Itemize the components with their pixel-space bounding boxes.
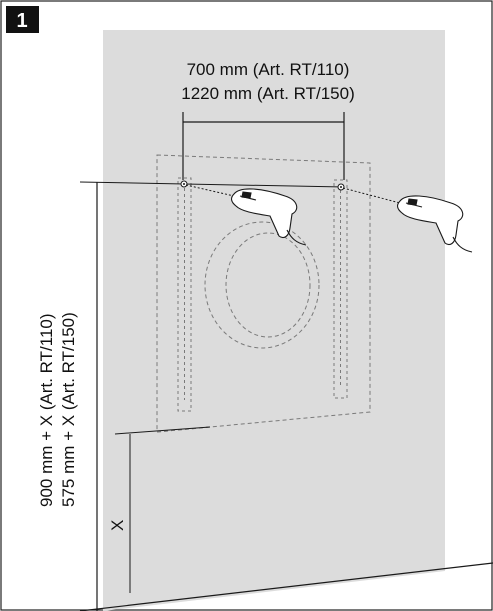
dimension-x-label: X (108, 520, 127, 531)
dimension-bracket-top (182, 112, 345, 180)
drill-hole-right (337, 183, 345, 191)
mounting-rail-right (333, 179, 348, 399)
dimension-top-line2: 1220 mm (Art. RT/150) (181, 84, 355, 103)
appliance-door-circle (204, 221, 320, 349)
drill-height-line (79, 181, 345, 188)
dimension-bracket-x (114, 426, 211, 593)
floor-line (79, 562, 493, 611)
mounting-rail-left (177, 177, 192, 412)
dimension-top-line1: 700 mm (Art. RT/110) (187, 60, 350, 79)
dimension-vertical-line2: 575 mm + X (Art. RT/150) (59, 312, 78, 507)
drill-right-icon (397, 195, 473, 253)
step-number: 1 (16, 10, 27, 32)
drill-bit-left (185, 184, 235, 197)
drill-bit-right (342, 187, 401, 204)
step-badge (6, 6, 39, 33)
drill-left-icon (231, 188, 307, 246)
wall-panel (103, 30, 445, 611)
dimension-vertical-line1: 900 mm + X (Art. RT/110) (37, 313, 56, 507)
drill-hole-left (180, 180, 188, 188)
